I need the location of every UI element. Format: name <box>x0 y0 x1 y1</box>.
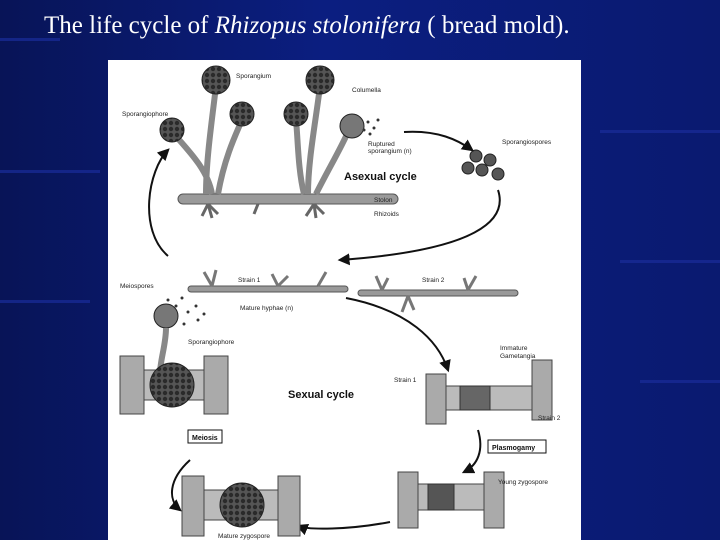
label-rhizoids: Rhizoids <box>374 211 400 218</box>
life-cycle-diagram: Sporangium Columella Sporangiophore Rupt… <box>119 65 561 540</box>
sporangiospores-cluster <box>461 149 505 181</box>
arrow-to-mature <box>295 521 391 536</box>
hypha-branches <box>374 275 478 313</box>
hypha-branches <box>202 269 328 288</box>
label-columella: Columella <box>352 87 381 94</box>
label-sporangiospores: Sporangiospores <box>502 139 552 146</box>
asexual-structures <box>159 65 505 219</box>
label-ruptured: Ruptured <box>368 141 395 148</box>
title-suffix: ( bread mold). <box>421 12 570 39</box>
released-spores <box>362 118 380 136</box>
label-asexual-cycle: Asexual cycle <box>344 171 417 183</box>
sporangium <box>201 65 231 95</box>
arrow-to-gametangia <box>345 297 451 373</box>
background-stripe <box>620 260 720 263</box>
arrow-to-meiosis <box>168 459 191 512</box>
mature-hyphae <box>187 269 519 313</box>
arrow-to-spores <box>403 130 474 152</box>
stolon <box>177 193 399 205</box>
label-immature: Immature <box>500 345 528 352</box>
label-meiospores: Meiospores <box>120 283 154 290</box>
label-strain2-low: Strain 2 <box>538 415 561 422</box>
left-suspensor <box>119 355 145 415</box>
cycle-arrows <box>148 130 501 536</box>
sporangiophore-stalk <box>305 85 323 195</box>
rhizoids <box>200 202 326 219</box>
title-species: Rhizopus stolonifera <box>214 12 422 39</box>
label-strain2-top: Strain 2 <box>422 277 445 284</box>
label-young-zygospore: Young zygospore <box>498 479 548 486</box>
sporangiophore-stalk <box>313 130 351 196</box>
label-plasmogamy: Plasmogamy <box>492 445 535 452</box>
label-sexual-cycle: Sexual cycle <box>288 389 354 401</box>
mature-zygospore-stage <box>181 475 301 537</box>
sporangium <box>229 101 255 127</box>
sporangium <box>305 65 335 95</box>
arrow-spores-to-hyphae <box>337 189 501 266</box>
sporangiophore-stalk <box>293 119 307 195</box>
label-sporangiophore-low: Sporangiophore <box>188 339 235 346</box>
background-stripe <box>0 170 100 173</box>
label-strain1-top: Strain 1 <box>238 277 261 284</box>
label-ruptured-2: sporangium (n) <box>368 148 412 155</box>
hypha-strain-1 <box>187 285 349 293</box>
sporangium <box>159 117 185 143</box>
ruptured-sporangium <box>339 113 365 139</box>
label-meiosis: Meiosis <box>192 435 218 442</box>
right-suspensor <box>203 355 229 415</box>
zygospore-germinating <box>149 362 195 408</box>
background-stripe <box>0 300 90 303</box>
label-stolon: Stolon <box>374 197 393 204</box>
hypha-strain-2 <box>357 289 519 297</box>
sexual-left-structure <box>119 296 229 415</box>
sporangiophore-stalk <box>215 118 245 195</box>
label-strain1-low: Strain 1 <box>394 377 417 384</box>
arrow-hyphae-to-asexual <box>148 148 170 257</box>
slide-title: The life cycle of Rhizopus stolonifera (… <box>44 12 684 40</box>
background-stripe <box>640 380 720 383</box>
title-prefix: The life cycle of <box>44 12 215 39</box>
plasmogamy-box: Plasmogamy <box>487 439 547 454</box>
life-cycle-figure: Sporangium Columella Sporangiophore Rupt… <box>108 60 581 540</box>
label-gametangia: Gametangia <box>500 353 536 360</box>
arrow-to-plasmogamy <box>461 429 482 474</box>
meiosis-box: Meiosis <box>187 429 223 444</box>
background-stripe <box>0 38 60 41</box>
gametangia-stage <box>425 359 553 425</box>
label-mature-zygospore: Mature zygospore <box>218 533 270 540</box>
sporangium <box>283 101 309 127</box>
label-mature-hyphae: Mature hyphae (n) <box>240 305 293 312</box>
background-stripe <box>600 130 720 133</box>
young-zygospore-stage <box>397 471 505 529</box>
label-sporangium: Sporangium <box>236 73 271 80</box>
label-sporangiophore-top: Sporangiophore <box>122 111 169 118</box>
sporangium-sexual <box>153 303 179 329</box>
